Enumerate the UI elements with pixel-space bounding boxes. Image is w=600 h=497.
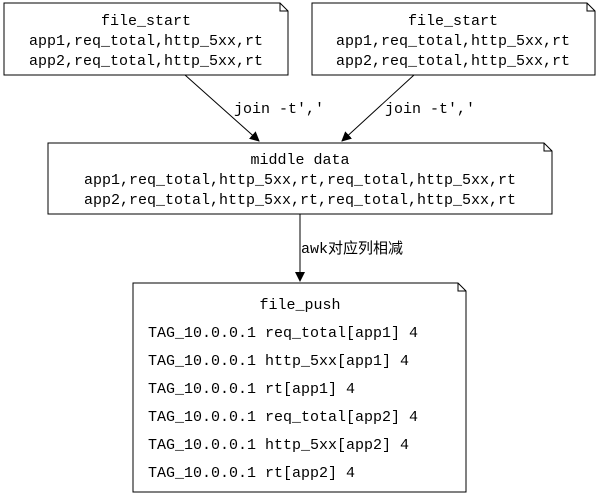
node-line: app1,req_total,http_5xx,rt,req_total,htt…	[84, 172, 516, 189]
node-title: file_push	[259, 297, 340, 314]
node-line: app2,req_total,http_5xx,rt	[29, 53, 263, 70]
node-line: app1,req_total,http_5xx,rt	[336, 33, 570, 50]
node-line: app1,req_total,http_5xx,rt	[29, 33, 263, 50]
node-file-push: file_push TAG_10.0.0.1 req_total[app1] 4…	[132, 282, 467, 493]
node-line: app2,req_total,http_5xx,rt,req_total,htt…	[84, 192, 516, 209]
edge-label: join -t','	[385, 101, 475, 118]
edge-right-to-middle: join -t','	[341, 74, 475, 142]
edge-left-to-middle: join -t','	[184, 74, 324, 142]
edge-label: join -t','	[234, 101, 324, 118]
node-line: TAG_10.0.0.1 req_total[app2] 4	[148, 409, 418, 426]
node-title: middle data	[250, 152, 349, 169]
node-title: file_start	[101, 13, 191, 30]
node-file-start-right: file_start app1,req_total,http_5xx,rt ap…	[311, 2, 596, 76]
note-fold-icon	[279, 3, 288, 12]
note-fold-icon	[586, 3, 595, 12]
node-line: app2,req_total,http_5xx,rt	[336, 53, 570, 70]
arrow-icon	[341, 74, 415, 142]
edge-middle-to-push: awk对应列相减	[295, 214, 403, 282]
note-fold-icon	[457, 283, 466, 292]
node-file-start-left: file_start app1,req_total,http_5xx,rt ap…	[3, 2, 289, 76]
node-line: TAG_10.0.0.1 http_5xx[app2] 4	[148, 437, 409, 454]
node-line: TAG_10.0.0.1 rt[app2] 4	[148, 465, 355, 482]
node-line: TAG_10.0.0.1 http_5xx[app1] 4	[148, 353, 409, 370]
note-fold-icon	[543, 143, 552, 152]
arrow-icon	[184, 74, 260, 142]
node-line: TAG_10.0.0.1 rt[app1] 4	[148, 381, 355, 398]
node-line: TAG_10.0.0.1 req_total[app1] 4	[148, 325, 418, 342]
edge-label: awk对应列相减	[301, 239, 403, 258]
node-middle-data: middle data app1,req_total,http_5xx,rt,r…	[47, 142, 553, 215]
node-title: file_start	[408, 13, 498, 30]
